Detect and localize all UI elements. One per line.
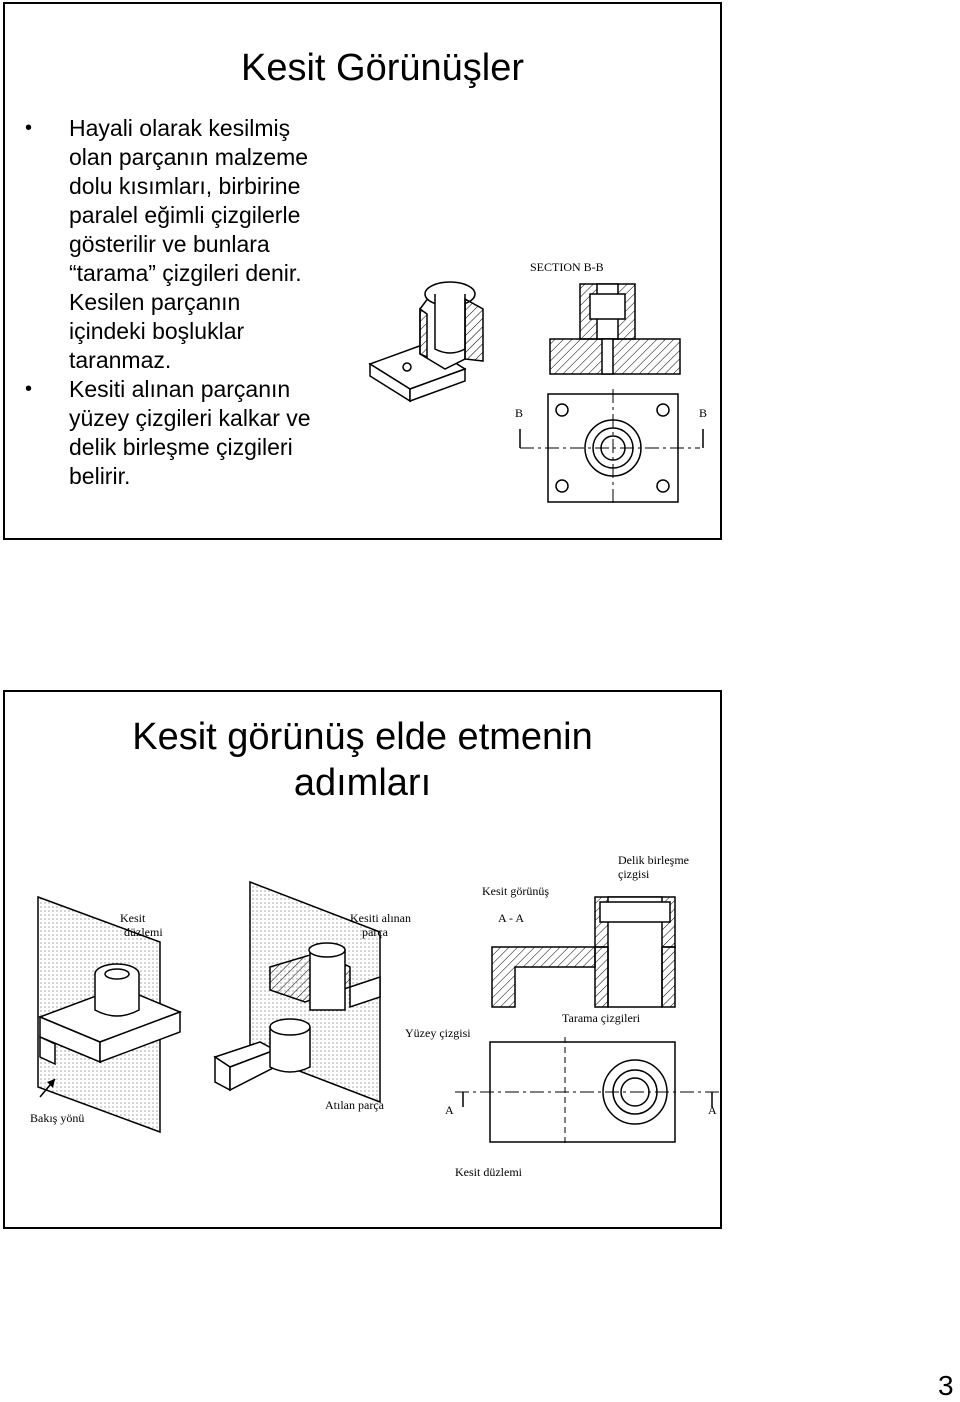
page-number: 3 xyxy=(938,1370,954,1401)
bullet-line: delik birleşme çizgileri xyxy=(69,434,293,460)
bullet-line: Kesiti alınan parçanın xyxy=(69,376,291,402)
label-delik-birlesme-2: çizgisi xyxy=(618,867,650,881)
bullet-line: dolu kısımları, birbirine xyxy=(69,173,301,199)
section-view-aa xyxy=(491,896,676,1008)
bullet-line: belirir. xyxy=(69,463,131,489)
slide-1: Kesit Görünüşler Hayali olarak kesilmiş … xyxy=(3,2,722,540)
steps-drawing: Kesit düzlemi Bakış yönü Kesiti alınan p… xyxy=(30,853,720,1179)
bullet-line: gösterilir ve bunlara xyxy=(69,231,270,257)
step2-cut-part xyxy=(213,880,381,1104)
bullet-line: Hayali olarak kesilmiş xyxy=(69,115,291,141)
label-aa: A - A xyxy=(498,911,524,925)
arrow-head xyxy=(47,1079,55,1088)
label-bakis-yonu: Bakış yönü xyxy=(30,1111,84,1125)
label-kesit-duzlemi: Kesit xyxy=(120,911,146,925)
bullet-line: yüzey çizgileri kalkar ve xyxy=(69,405,311,431)
bullet-line: “tarama” çizgileri denir. xyxy=(69,260,302,286)
bullet-line: Kesilen parçanın xyxy=(69,289,241,315)
label-atilan-parca: Atılan parça xyxy=(325,1098,385,1112)
plane-marker-right: B xyxy=(699,406,707,420)
slide-2: Kesit görünüş elde etmenin adımları Kesi… xyxy=(3,690,722,1229)
title-line: adımları xyxy=(293,762,432,804)
plane-marker-right: A xyxy=(708,1103,717,1117)
label-yuzey-cizgisi: Yüzey çizgisi xyxy=(405,1026,471,1040)
bullet-list: Hayali olarak kesilmiş olan parçanın mal… xyxy=(25,114,395,491)
bullet-line: paralel eğimli çizgilerle xyxy=(69,202,301,228)
step1-plane-and-part xyxy=(37,895,183,1134)
bullet-line: taranmaz. xyxy=(69,347,172,373)
plan-view xyxy=(519,389,704,507)
label-kesit-gorunus: Kesit görünüş xyxy=(482,884,549,898)
label-delik-birlesme: Delik birleşme xyxy=(618,853,689,867)
slide-title: Kesit Görünüşler xyxy=(240,47,524,89)
label-kesiti-alinan-2: parça xyxy=(362,925,389,939)
plane-marker-left: A xyxy=(445,1103,454,1117)
plane-marker-left: B xyxy=(515,406,523,420)
section-drawing: SECTION B-B B B xyxy=(368,260,707,507)
section-label: SECTION B-B xyxy=(530,260,604,274)
label-kesit-duzlemi-bottom: Kesit düzlemi xyxy=(455,1165,523,1179)
title-line: Kesit görünüş elde etmenin xyxy=(132,716,593,758)
slide-title: Kesit görünüş elde etmenin adımları xyxy=(5,714,720,806)
bullet-line: olan parçanın malzeme xyxy=(69,144,309,170)
bullet-item: Kesiti alınan parçanın yüzey çizgileri k… xyxy=(25,375,395,491)
section-view xyxy=(549,283,681,375)
label-kesiti-alinan: Kesiti alınan xyxy=(350,911,411,925)
isometric-cut-part xyxy=(368,281,484,403)
label-kesit-duzlemi-2: düzlemi xyxy=(124,925,163,939)
bullet-item: Hayali olarak kesilmiş olan parçanın mal… xyxy=(25,114,395,375)
label-tarama: Tarama çizgileri xyxy=(562,1011,641,1025)
plan-view-a xyxy=(455,1037,720,1147)
bullet-line: içindeki boşluklar xyxy=(69,318,245,344)
